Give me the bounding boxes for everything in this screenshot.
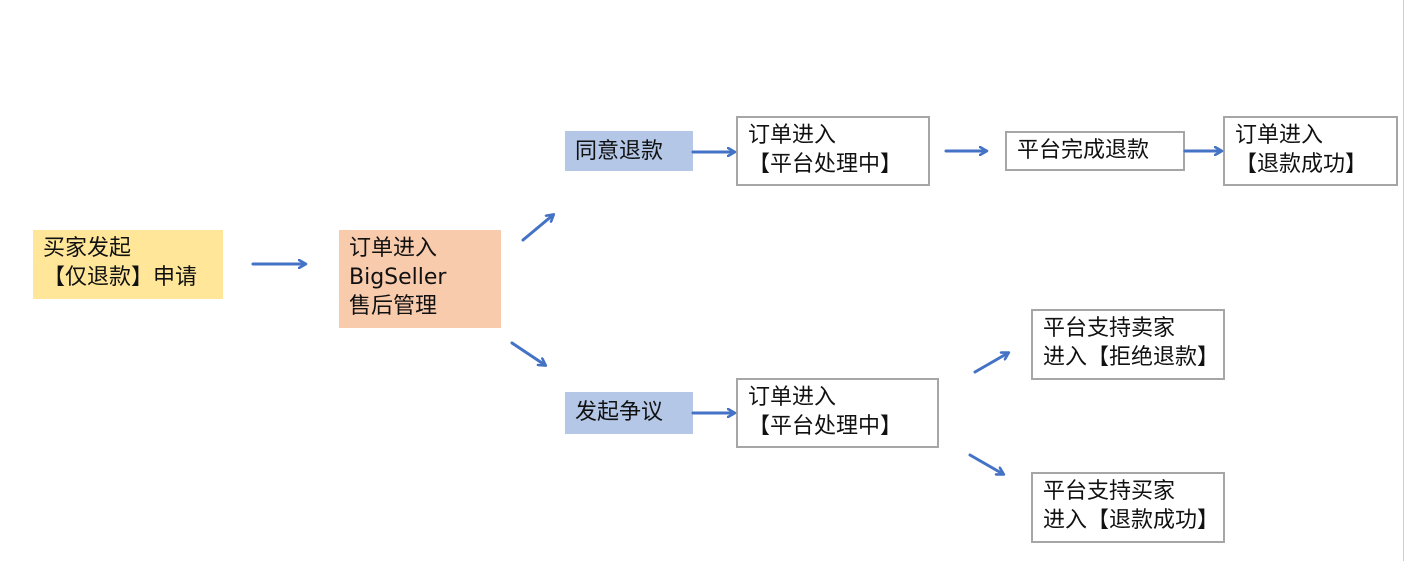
node-line: 进入【退款成功】 [1043, 508, 1220, 533]
node-line: 平台支持卖家 [1043, 316, 1176, 341]
node-line: 平台支持买家 [1043, 479, 1176, 504]
dispute-node: 发起争议 [565, 392, 693, 434]
node-line: 订单进入 [748, 385, 837, 410]
platform-processing-top-node: 订单进入 【平台处理中】 [736, 116, 930, 186]
agree-refund-node: 同意退款 [565, 131, 693, 171]
node-line: 【仅退款】申请 [43, 265, 198, 290]
page-right-edge [1403, 0, 1404, 561]
node-line: 【平台处理中】 [748, 414, 903, 439]
node-line: 同意退款 [575, 139, 664, 164]
platform-processing-bottom-node: 订单进入 【平台处理中】 [736, 378, 939, 448]
buyer-refund-request-node: 买家发起 【仅退款】申请 [33, 230, 223, 299]
node-line: 订单进入 [748, 123, 837, 148]
node-line: 订单进入 [1235, 123, 1324, 148]
node-line: BigSeller [349, 265, 447, 290]
platform-complete-refund-node: 平台完成退款 [1005, 131, 1185, 171]
node-line: 订单进入 [349, 236, 438, 261]
node-line: 【平台处理中】 [748, 152, 903, 177]
node-line: 进入【拒绝退款】 [1043, 345, 1220, 370]
arrow-processing-to-support-buyer [968, 453, 1003, 474]
platform-supports-buyer-node: 平台支持买家 进入【退款成功】 [1031, 472, 1225, 543]
arrow-processing-to-support-seller [973, 353, 1008, 374]
node-line: 【退款成功】 [1235, 152, 1368, 177]
refund-success-top-node: 订单进入 【退款成功】 [1223, 116, 1398, 186]
node-line: 发起争议 [575, 400, 664, 425]
platform-supports-seller-node: 平台支持卖家 进入【拒绝退款】 [1031, 309, 1225, 380]
node-line: 平台完成退款 [1017, 138, 1150, 163]
arrow-bigseller-to-agree [521, 215, 553, 242]
bigseller-aftersales-node: 订单进入 BigSeller 售后管理 [339, 230, 501, 328]
node-line: 买家发起 [43, 236, 132, 261]
node-line: 售后管理 [349, 294, 438, 319]
arrow-bigseller-to-dispute [510, 341, 545, 365]
